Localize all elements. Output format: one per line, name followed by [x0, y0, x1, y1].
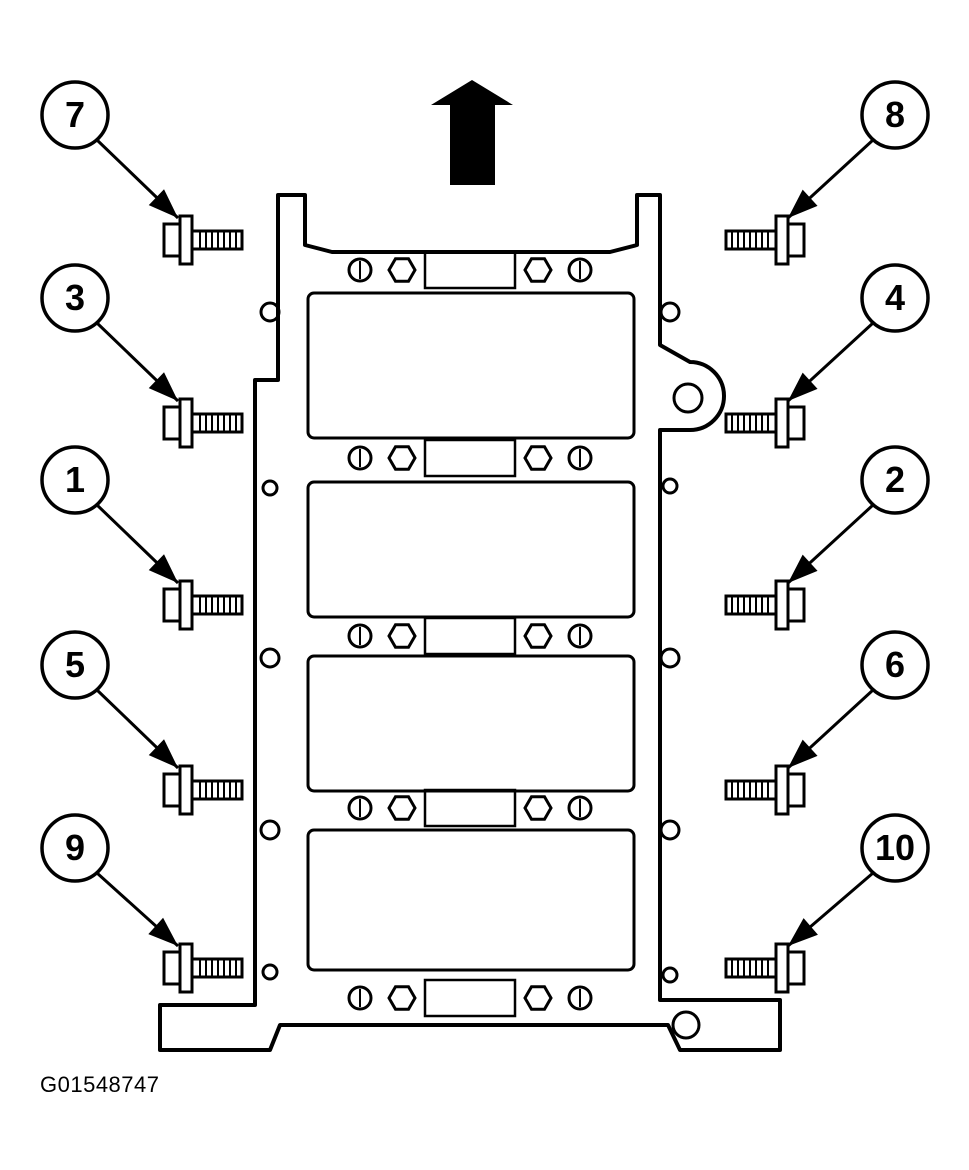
web-tab — [423, 788, 517, 828]
hex-bolt-head-icon — [523, 623, 553, 649]
hex-bolt-head-icon — [387, 257, 417, 283]
callout-3: 3 — [40, 263, 244, 449]
callout-9: 9 — [40, 813, 244, 994]
callout-10: 10 — [724, 813, 930, 994]
callout-circle — [860, 80, 930, 150]
bedplate-frame — [158, 193, 782, 1052]
leader-arrowhead — [788, 918, 818, 946]
leader-arrowhead — [148, 917, 178, 946]
web-tab — [423, 250, 517, 290]
callout-circle — [40, 80, 110, 150]
callout-circle — [40, 445, 110, 515]
hex-bolt-head-icon — [523, 445, 553, 471]
hex-bolt-head-icon — [387, 985, 417, 1011]
hex-bolt-head-icon — [523, 985, 553, 1011]
leader-arrowhead — [148, 739, 178, 768]
callout-circle — [860, 630, 930, 700]
callout-5: 5 — [40, 630, 244, 816]
callout-number: 8 — [885, 94, 905, 135]
callout-number: 2 — [885, 459, 905, 500]
callout-circle — [860, 813, 930, 883]
hex-bolt-head-icon — [387, 445, 417, 471]
bolt-icon — [162, 214, 244, 266]
leader-arrowhead — [148, 554, 178, 583]
hex-bolt-head-icon — [387, 623, 417, 649]
callout-number: 3 — [65, 277, 85, 318]
callout-number: 6 — [885, 644, 905, 685]
leader-arrowhead — [148, 372, 178, 401]
web-tab — [423, 616, 517, 656]
callout-number: 5 — [65, 644, 85, 685]
bolt-icon — [724, 214, 806, 266]
hex-bolt-head-icon — [523, 795, 553, 821]
leader-arrowhead — [788, 189, 818, 218]
hex-bolt-head-icon — [387, 795, 417, 821]
leader-arrowhead — [148, 189, 178, 218]
leader-arrowhead — [788, 372, 818, 401]
callout-1: 1 — [40, 445, 244, 631]
bolt-icon — [724, 397, 806, 449]
bolt-icon — [724, 764, 806, 816]
callout-layer: 7 3 1 5 9 8 4 2 6 10 — [40, 80, 930, 994]
figure-id: G01548747 — [40, 1072, 160, 1097]
callout-number: 1 — [65, 459, 85, 500]
callout-circle — [40, 263, 110, 333]
callout-circle — [40, 630, 110, 700]
bolt-icon — [724, 942, 806, 994]
bolt-icon — [162, 764, 244, 816]
leader-arrowhead — [788, 739, 818, 768]
bolt-icon — [724, 579, 806, 631]
callout-4: 4 — [724, 263, 930, 449]
leader-arrowhead — [788, 554, 818, 583]
callout-circle — [860, 445, 930, 515]
bolt-icon — [162, 942, 244, 994]
callout-6: 6 — [724, 630, 930, 816]
hex-bolt-head-icon — [523, 257, 553, 283]
web-tab — [423, 978, 517, 1018]
callout-8: 8 — [724, 80, 930, 266]
bolt-icon — [162, 579, 244, 631]
frame-bolt-heads — [347, 250, 593, 1018]
callout-2: 2 — [724, 445, 930, 631]
web-tab — [423, 438, 517, 478]
callout-number: 4 — [885, 277, 905, 318]
callout-number: 7 — [65, 94, 85, 135]
callout-number: 10 — [875, 827, 915, 868]
callout-number: 9 — [65, 827, 85, 868]
front-direction-arrow — [431, 80, 513, 185]
callout-7: 7 — [40, 80, 244, 266]
callout-circle — [860, 263, 930, 333]
callout-circle — [40, 813, 110, 883]
bolt-icon — [162, 397, 244, 449]
